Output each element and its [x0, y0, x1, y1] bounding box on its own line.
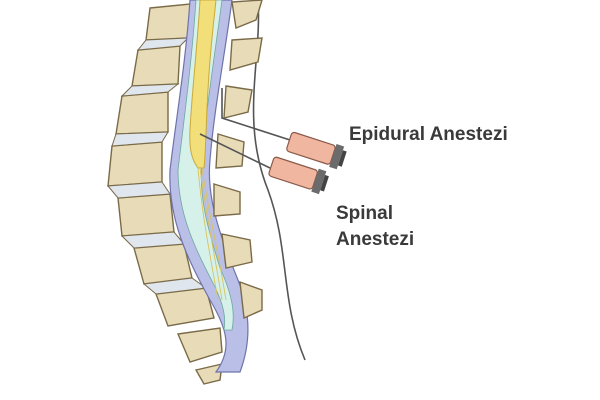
spinous-processes [213, 0, 263, 320]
spinal-cord [189, 0, 217, 169]
epidural-needle [221, 88, 347, 170]
label-spinal-anestezi: Spinal Anestezi [336, 201, 414, 253]
spinal-label-line-2: Anestezi [336, 229, 415, 250]
intervertebral-discs [106, 37, 208, 295]
cauda-equina [197, 167, 227, 301]
spinal-label-line-1: Spinal [336, 203, 394, 224]
spinal-needle [199, 133, 329, 195]
label-epidural-anestezi: Epidural Anestezi [349, 122, 508, 148]
epidural-label-text: Epidural Anestezi [349, 124, 508, 145]
